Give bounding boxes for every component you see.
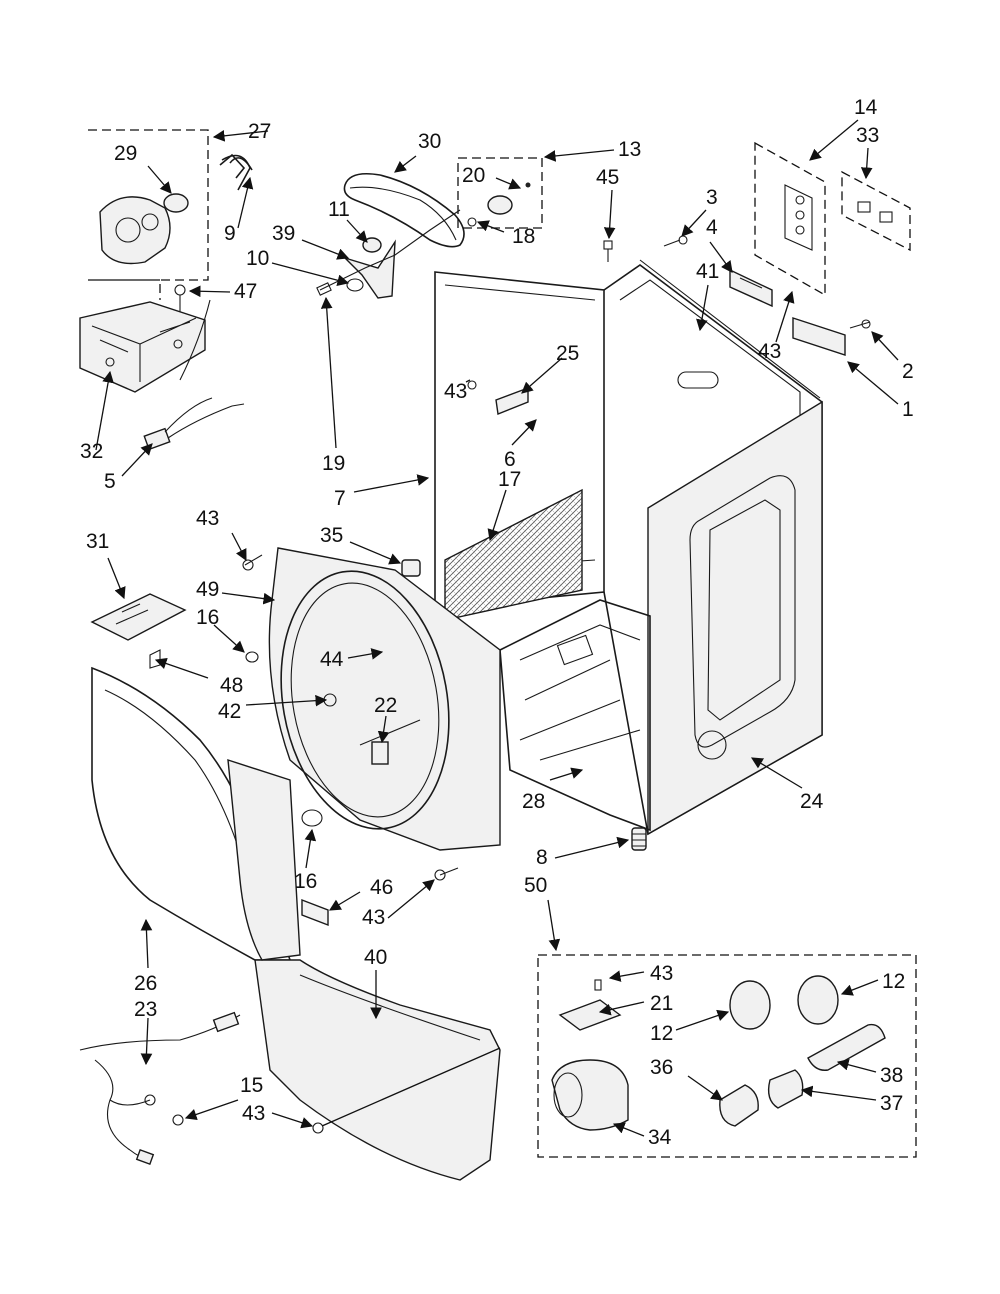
callout-37: 37: [880, 1092, 903, 1115]
screw-43-toe: [312, 1122, 324, 1134]
callout-2: 2: [902, 360, 914, 383]
callout-14: 14: [854, 96, 878, 119]
callout-11: 11: [328, 198, 350, 221]
callout-7: 7: [334, 487, 346, 510]
wire-harness-23: [79, 1011, 241, 1165]
callout-18: 18: [512, 225, 535, 248]
bracket-25: [495, 386, 529, 415]
callout-42: 42: [218, 700, 241, 723]
callout-28: 28: [522, 790, 545, 813]
callout-9: 9: [224, 222, 236, 245]
callout-43-vent: 43: [650, 962, 673, 985]
callout-5: 5: [104, 470, 116, 493]
callout-1: 1: [902, 398, 914, 421]
lint-screen-17: [444, 488, 583, 621]
motor-bracket-32: [79, 301, 206, 393]
drive-belt-30: [343, 172, 465, 248]
callout-20: 20: [462, 164, 485, 187]
callout-43-top-right: 43: [758, 340, 781, 363]
callout-41: 41: [696, 260, 719, 283]
callout-15: 15: [240, 1074, 263, 1097]
callout-13: 13: [618, 138, 641, 161]
callout-17: 17: [498, 468, 521, 491]
terminal-block-group-14: [754, 141, 826, 297]
callout-10: 10: [246, 247, 269, 270]
callout-40: 40: [364, 946, 387, 969]
callout-22: 22: [374, 694, 397, 717]
callout-45: 45: [596, 166, 619, 189]
front-panel-49: [268, 547, 501, 851]
callout-36: 36: [650, 1056, 673, 1079]
base-28: [499, 599, 651, 832]
screw-43-front: [242, 554, 263, 571]
callout-50: 50: [524, 874, 547, 897]
clip-48: [149, 649, 161, 669]
callout-24: 24: [800, 790, 824, 813]
leveling-leg-8: [631, 827, 647, 851]
leader-lines: [95, 119, 899, 1137]
callout-30: 30: [418, 130, 441, 153]
callout-19: 19: [322, 452, 345, 475]
callout-34: 34: [648, 1126, 672, 1149]
door-inner-panel: [227, 759, 301, 961]
door-switch-wire-5: [143, 299, 245, 451]
callout-35: 35: [320, 524, 343, 547]
callout-39: 39: [272, 222, 295, 245]
idler-assembly: [344, 237, 396, 299]
callout-23: 23: [134, 998, 157, 1021]
hinge-46: [301, 898, 329, 927]
callout-labels: 27 29 9 30 13 20 18 11 39 10 47 45 3 4 1…: [80, 96, 914, 1149]
side-panel-24: [647, 400, 823, 836]
screw-47: [174, 284, 186, 312]
plate-31: [90, 593, 187, 641]
callout-27: 27: [248, 120, 271, 143]
door-latch-22: [359, 719, 421, 765]
callout-4: 4: [706, 216, 718, 239]
toe-panel-40: [254, 959, 501, 1181]
callout-33: 33: [856, 124, 879, 147]
screw-15: [144, 1094, 184, 1126]
callout-25: 25: [556, 342, 579, 365]
callout-43-rear: 43: [444, 380, 467, 403]
callout-21: 21: [650, 992, 673, 1015]
cover-plate-1: [792, 317, 846, 356]
motor-clip-9: [221, 154, 251, 191]
terminal-block-4: [729, 268, 773, 308]
callout-12-right: 12: [882, 970, 905, 993]
clip-35: [401, 559, 421, 577]
screw-2: [849, 319, 871, 329]
callout-48: 48: [220, 674, 243, 697]
callout-3: 3: [706, 186, 718, 209]
harness-19: [316, 209, 461, 296]
callout-26: 26: [134, 972, 157, 995]
screw-3: [663, 235, 688, 247]
callout-16-bottom: 16: [294, 870, 317, 893]
callout-38: 38: [880, 1064, 903, 1087]
callout-43-front-top: 43: [196, 507, 219, 530]
callout-46: 46: [370, 876, 393, 899]
callout-29: 29: [114, 142, 137, 165]
callout-31: 31: [86, 530, 109, 553]
callout-16-top: 16: [196, 606, 219, 629]
callout-43-toe: 43: [242, 1102, 265, 1125]
callout-32: 32: [80, 440, 103, 463]
callout-12-left: 12: [650, 1022, 673, 1045]
motor-group-27: [88, 129, 253, 300]
callout-47: 47: [234, 280, 257, 303]
terminal-cover-33: [841, 170, 911, 252]
screw-43-top-left: [467, 380, 477, 390]
callout-43-hinge: 43: [362, 906, 385, 929]
screw-45: [603, 240, 613, 262]
callout-8: 8: [536, 846, 548, 869]
callout-49: 49: [196, 578, 219, 601]
vent-kit-group-50: [537, 954, 917, 1158]
grommet-16-bottom: [301, 809, 323, 827]
callout-44: 44: [320, 648, 344, 671]
callout-6: 6: [504, 448, 516, 471]
screw-43-hinge: [434, 867, 459, 881]
grommet-16-top: [245, 651, 259, 663]
idler-pulley-group-13: [457, 157, 543, 229]
